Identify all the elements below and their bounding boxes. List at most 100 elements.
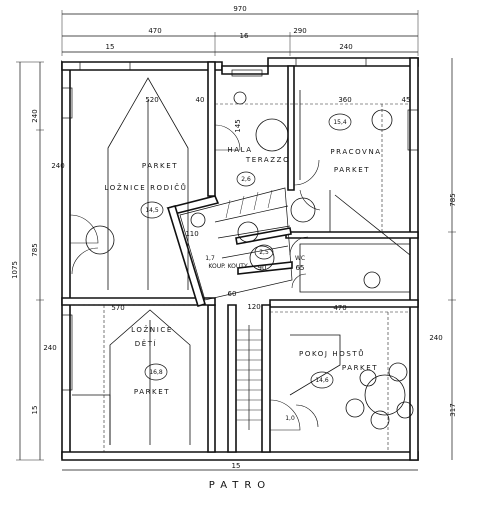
children-area: 16,8 xyxy=(149,369,163,376)
door-study xyxy=(293,159,320,186)
bath-area-ring xyxy=(254,244,274,260)
window-recesses xyxy=(61,57,419,391)
hall-step-1 xyxy=(225,199,231,219)
guest-chair-3 xyxy=(396,401,414,419)
dim-65-label: 65 xyxy=(296,264,305,272)
window-2 xyxy=(295,57,367,67)
dim-top-left-label: 470 xyxy=(148,27,161,35)
dim-left-e-label: 15 xyxy=(31,406,39,415)
core-partition-2 xyxy=(237,261,293,275)
core-stair-2 xyxy=(217,225,291,239)
wc-area: 1,7 xyxy=(205,255,215,262)
wc-label: WC xyxy=(295,255,305,262)
dim-top-right-label: 290 xyxy=(293,27,306,35)
window-3 xyxy=(231,69,263,77)
left-mid-wall xyxy=(61,297,216,306)
guest-chair-5 xyxy=(359,369,377,387)
dim-left-c-label: 785 xyxy=(31,243,39,256)
dim-left-a-label: 240 xyxy=(31,109,39,122)
dim-top-b-label: 16 xyxy=(240,32,249,40)
hall-area-ring xyxy=(236,171,256,187)
children-line2: DĚTÍ xyxy=(135,339,158,348)
children-line3: PARKET xyxy=(134,388,170,396)
dim-90-label: 90 xyxy=(258,264,267,272)
door-children xyxy=(71,247,99,275)
guest-chair-2 xyxy=(370,410,390,430)
guest-line1: POKOJ HOSTŮ xyxy=(299,349,365,358)
bathtub xyxy=(299,243,411,293)
study-desk xyxy=(329,190,405,233)
spine-wall-lower xyxy=(207,304,216,453)
left-wall xyxy=(61,60,71,459)
dim-145-label: 145 xyxy=(234,119,242,132)
dim-120-label: 120 xyxy=(247,303,260,311)
hall-round-1 xyxy=(233,91,247,105)
hall-step-4 xyxy=(267,189,273,209)
furniture xyxy=(72,77,414,445)
parents-room-line1: PARKET xyxy=(142,162,178,170)
guest-table xyxy=(364,374,406,416)
hall-step-3 xyxy=(253,191,259,211)
guest-line2: PARKET xyxy=(342,364,378,372)
room-labels: PARKET LOŽNICE RODIČŮ 14,5 HALA TERAZZO … xyxy=(104,113,380,422)
guest-bed xyxy=(289,334,341,396)
outer-walls xyxy=(61,57,419,461)
guest-chair-4 xyxy=(388,362,408,382)
bath-label: KOUP. KOUTY xyxy=(208,263,248,270)
children-bed xyxy=(109,309,191,445)
dim-right-a-label: 785 xyxy=(449,193,457,206)
door-study-2 xyxy=(299,189,321,211)
dim-left-d-label: 240 xyxy=(43,344,56,352)
angled-core xyxy=(166,187,293,307)
hall-area: 2,6 xyxy=(241,176,251,183)
dimension-lines xyxy=(16,10,456,471)
core-fixture-3 xyxy=(190,212,206,228)
stair-wall xyxy=(227,304,237,453)
door-storage xyxy=(295,404,319,428)
dim-right-c-label: 317 xyxy=(449,403,457,416)
doors xyxy=(69,124,321,431)
left-window-1 xyxy=(61,87,73,119)
staircase xyxy=(236,325,262,430)
parents-bed xyxy=(107,77,189,290)
top-wall-left xyxy=(61,61,223,71)
core-stair-1 xyxy=(214,205,289,223)
children-area-ring xyxy=(144,363,168,381)
angled-wall-diag xyxy=(166,205,207,307)
door-wc xyxy=(291,273,307,289)
dim-left-total-label: 1075 xyxy=(11,261,19,279)
core-fixture-1 xyxy=(237,221,259,243)
study-left-wall xyxy=(287,65,295,191)
children-line1: LOŽNICE xyxy=(131,325,173,334)
guest-chair-1 xyxy=(345,398,365,418)
dim-360-label: 360 xyxy=(338,96,351,104)
bottom-wall xyxy=(61,451,419,461)
parents-nightstand xyxy=(85,225,115,255)
storage-area: 1,0 xyxy=(285,415,295,422)
left-window-2 xyxy=(61,314,73,391)
parents-area-ring xyxy=(140,201,164,219)
dim-top-total-label: 970 xyxy=(233,5,246,13)
bath-area: 2,5 xyxy=(259,249,269,256)
dimension-labels: 970 470 290 15 16 240 1075 240 240 785 2… xyxy=(11,5,457,470)
right-wall xyxy=(409,57,419,461)
door-hall-left xyxy=(69,214,99,244)
hall-line1: HALA xyxy=(227,146,252,154)
dim-40-label: 40 xyxy=(196,96,205,104)
dim-570-label: 570 xyxy=(111,304,124,312)
door-guest xyxy=(269,399,301,431)
core-partition xyxy=(235,227,292,245)
window-1 xyxy=(79,61,131,71)
core-outline xyxy=(179,187,293,301)
study-area-ring xyxy=(328,113,352,131)
dim-60-label: 60 xyxy=(228,290,237,298)
dim-45-label: 45 xyxy=(402,96,411,104)
bath-basin xyxy=(363,271,381,289)
door-bath xyxy=(289,236,309,256)
dim-left-b-label: 240 xyxy=(51,162,64,170)
hall-round-2 xyxy=(290,197,316,223)
children-desk xyxy=(72,394,111,445)
dim-bottom-label: 15 xyxy=(232,462,241,470)
parents-room-line2: LOŽNICE RODIČŮ xyxy=(104,183,187,192)
guest-area-ring xyxy=(310,371,334,389)
